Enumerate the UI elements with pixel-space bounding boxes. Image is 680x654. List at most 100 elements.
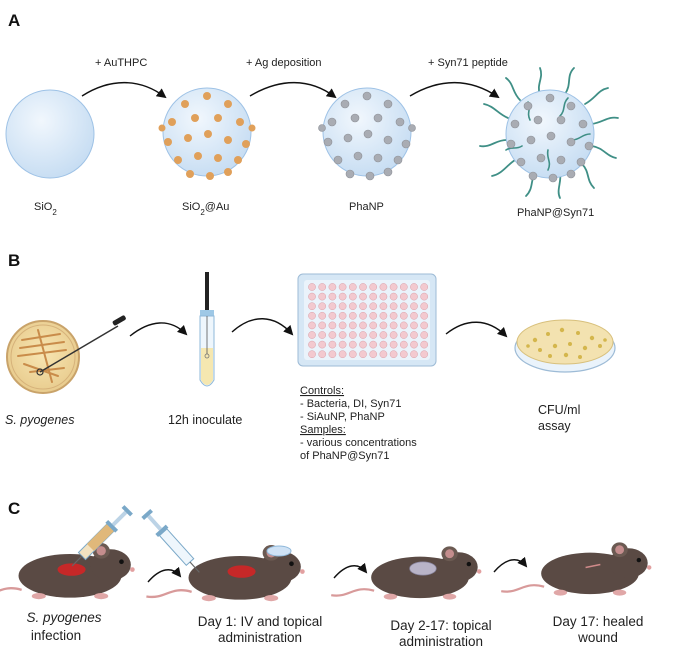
well	[369, 340, 378, 349]
well	[318, 350, 327, 359]
well	[410, 340, 418, 349]
well	[359, 302, 367, 311]
well	[328, 311, 337, 320]
syringe-iv-icon	[141, 508, 200, 573]
arrow-a3	[409, 81, 500, 99]
assay-label-1: CFU/ml	[538, 403, 580, 417]
well	[399, 350, 408, 359]
well	[410, 283, 418, 291]
well	[338, 350, 347, 359]
samples-item-2: of PhaNP@Syn71	[300, 450, 389, 462]
wound-mark	[57, 563, 86, 576]
controls-item-2: - SiAuNP, PhaNP	[300, 411, 385, 423]
samples-item-1: - various concentrations	[300, 437, 417, 449]
well	[318, 340, 327, 349]
arrow-c3	[493, 556, 528, 573]
stage-3-line-2: administration	[399, 634, 483, 649]
well	[359, 292, 367, 301]
well	[348, 283, 357, 291]
arrow-b2	[231, 318, 294, 336]
well	[420, 350, 429, 359]
well	[318, 292, 327, 301]
panel-a: A + AuTHPC + Ag deposition + Syn71 pepti…	[5, 11, 619, 219]
stage-1-line-1: S. pyogenes	[26, 610, 101, 625]
stage-1-line-2: infection	[31, 628, 81, 643]
syringe-icon	[71, 505, 133, 567]
step-syn71-label: + Syn71 peptide	[428, 57, 508, 69]
well	[399, 321, 408, 330]
panel-c: C	[0, 499, 653, 649]
well	[420, 321, 429, 330]
well	[379, 292, 388, 301]
well	[420, 311, 429, 320]
well	[308, 340, 316, 349]
well	[359, 321, 367, 330]
well	[348, 350, 357, 359]
step-ag-deposition-label: + Ag deposition	[246, 57, 322, 69]
well	[318, 302, 327, 311]
well	[308, 283, 316, 291]
organism-label: S. pyogenes	[5, 413, 75, 427]
well	[399, 302, 408, 311]
well	[369, 283, 378, 291]
assay-label-2: assay	[538, 419, 571, 433]
stage-4-line-2: wound	[577, 630, 618, 645]
controls-heading: Controls:	[300, 385, 344, 397]
well	[389, 302, 398, 311]
well	[369, 350, 378, 359]
well	[379, 321, 388, 330]
well	[389, 292, 398, 301]
well	[379, 331, 388, 339]
wells-grid	[308, 283, 429, 359]
well	[420, 302, 429, 311]
inoculation-loop-icon	[112, 315, 126, 326]
well	[308, 302, 316, 311]
well	[399, 340, 408, 349]
well	[389, 311, 398, 320]
samples-heading: Samples:	[300, 424, 346, 436]
panel-b: B S. pyogenes 12h inoculate	[5, 251, 616, 462]
phanp-syn71-particle	[479, 67, 619, 199]
well	[379, 283, 388, 291]
mouse-day1	[145, 543, 306, 603]
well	[348, 331, 357, 339]
well	[348, 302, 357, 311]
mouse-infection	[0, 541, 136, 601]
well	[369, 302, 378, 311]
stage-2-line-2: administration	[218, 630, 302, 645]
well	[399, 311, 408, 320]
well	[338, 331, 347, 339]
well	[359, 350, 367, 359]
well	[420, 331, 429, 339]
well	[318, 311, 327, 320]
well	[410, 292, 418, 301]
stage-2-line-1: Day 1: IV and topical	[198, 614, 323, 629]
test-tube	[199, 272, 215, 387]
well	[328, 340, 337, 349]
well	[328, 292, 337, 301]
phanp-particle	[318, 87, 416, 181]
step-authpc-label: + AuTHPC	[95, 57, 147, 69]
well	[348, 321, 357, 330]
well	[338, 302, 347, 311]
stage-3-line-1: Day 2-17: topical	[390, 618, 491, 633]
well	[369, 292, 378, 301]
arrow-c1	[147, 566, 182, 583]
well	[338, 292, 347, 301]
well	[338, 340, 347, 349]
well	[338, 311, 347, 320]
well	[389, 331, 398, 339]
well	[410, 311, 418, 320]
arrow-b3	[445, 321, 508, 338]
mouse-day2-17	[330, 545, 483, 601]
panel-c-letter: C	[8, 499, 20, 518]
well	[308, 331, 316, 339]
cfu-plate	[514, 319, 616, 373]
well	[359, 331, 367, 339]
well	[338, 283, 347, 291]
arrow-a1	[81, 81, 167, 99]
silica-particle	[5, 89, 95, 179]
panel-b-letter: B	[8, 251, 20, 270]
inoculate-label: 12h inoculate	[168, 413, 242, 427]
